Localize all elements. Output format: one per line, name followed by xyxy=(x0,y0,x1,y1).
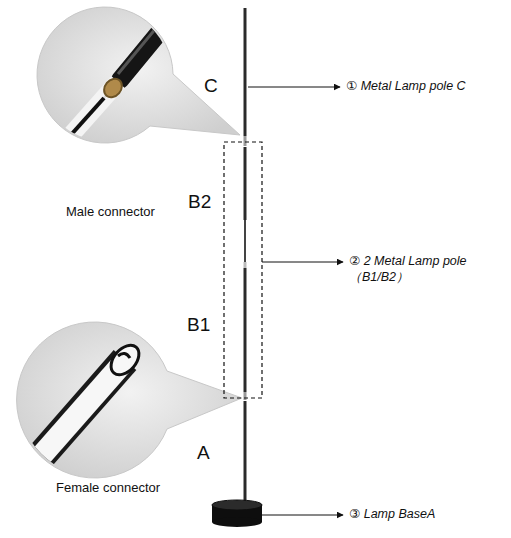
part-letter: B2 xyxy=(188,190,211,214)
zoom-bubble xyxy=(37,7,240,143)
lamp-pole xyxy=(244,8,247,504)
part-callout: ① Metal Lamp pole C xyxy=(346,79,466,95)
connector-label: Male connector xyxy=(66,204,155,220)
leader-arrow xyxy=(262,262,343,263)
part-letter: A xyxy=(197,441,210,465)
leader-arrow xyxy=(262,515,343,516)
lamp-base xyxy=(212,500,262,527)
part-callout: ② 2 Metal Lamp pole （B1/B2） xyxy=(349,254,499,285)
female-connector-picture xyxy=(20,340,144,480)
part-letter: C xyxy=(204,74,218,98)
part-letter: B1 xyxy=(187,313,210,337)
part-callout: ③ Lamp BaseA xyxy=(349,507,435,523)
leader-arrow xyxy=(248,87,340,88)
connector-label: Female connector xyxy=(56,480,160,496)
male-connector-picture xyxy=(35,0,190,175)
dashed-bracket xyxy=(224,142,262,398)
